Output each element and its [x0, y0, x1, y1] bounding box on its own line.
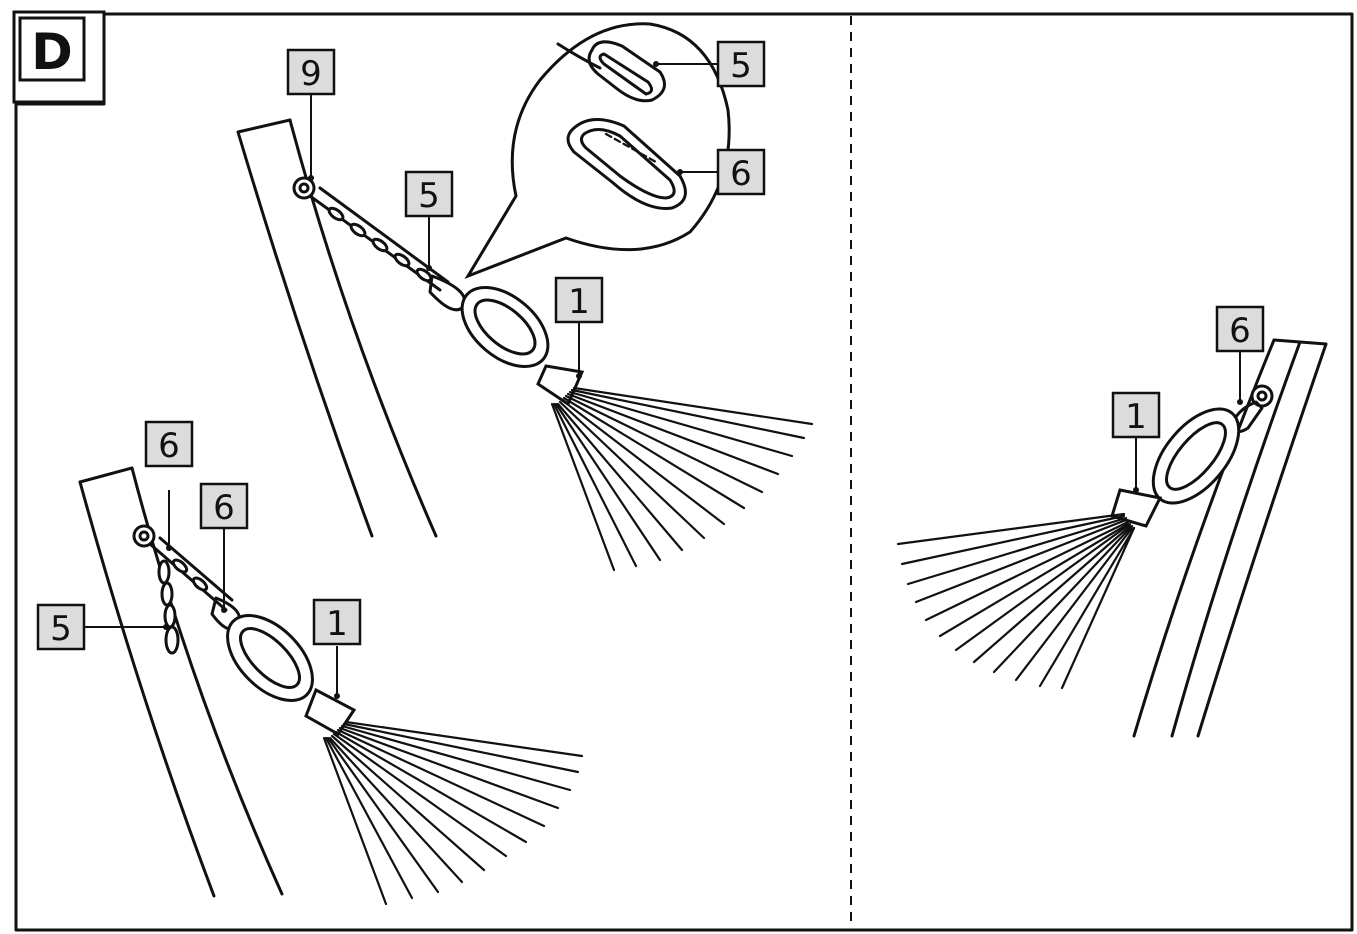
callout-hook: 9: [286, 48, 336, 181]
zoom-carabiner: [566, 118, 687, 210]
hanging-chain-bottom: [157, 559, 180, 655]
callout-carabiner-a: 6: [144, 420, 194, 551]
svg-text:5: 5: [730, 46, 752, 86]
strings-left-top: [550, 386, 814, 572]
ring-left-bottom: [226, 614, 314, 702]
chain-links-left-top: [327, 206, 433, 283]
ring-left-top-hole: [473, 298, 537, 356]
svg-text:6: 6: [213, 488, 235, 528]
right-assembly: [896, 338, 1328, 738]
hook-eye-bottom: [132, 524, 156, 548]
callout-carabiner-b: 6: [199, 482, 249, 613]
carabiner-left-top: [428, 274, 467, 312]
step-tab-inner: [18, 16, 86, 82]
outer-frame: [14, 12, 1354, 932]
svg-text:9: 9: [300, 54, 322, 94]
ring-right-hole: [1165, 421, 1227, 491]
svg-text:6: 6: [730, 154, 752, 194]
callout-ring-bottom: 1: [312, 598, 362, 699]
zoom-chain-link-prev: [556, 42, 602, 70]
zoom-chain-link: [587, 40, 666, 103]
zoom-bubble-outline: [464, 22, 731, 279]
zoom-carabiner-gate: [604, 132, 658, 164]
callout-ring-right: 1: [1111, 391, 1161, 493]
ring-left-bottom-hole: [239, 627, 301, 689]
frame-bar-mid-right: [1170, 340, 1302, 738]
chain-left-bottom: [148, 542, 228, 612]
svg-text:1: 1: [1125, 397, 1147, 437]
callout-ring-top: 1: [554, 276, 604, 379]
zoom-carabiner-inner: [579, 128, 676, 200]
strings-left-bottom: [322, 720, 584, 906]
callout-zoom-carabiner: 6: [677, 148, 766, 196]
svg-text:5: 5: [50, 609, 72, 649]
hook-eye-hole: [298, 182, 310, 194]
left-bottom-assembly: [78, 466, 584, 906]
binding-left-top: [536, 364, 585, 407]
zoom-bubble: [464, 22, 731, 279]
frame-bar-end: [236, 118, 292, 134]
strings-right: [896, 512, 1136, 690]
chain-left-bottom-2: [158, 536, 234, 602]
zoom-chain-link-inner: [598, 52, 653, 96]
frame-bar-inner-right: [1196, 342, 1328, 738]
svg-text:6: 6: [158, 426, 180, 466]
callout-chain-top: 5: [404, 170, 454, 271]
frame-bar-outer: [236, 130, 374, 538]
hook-eye-hole-right: [1256, 390, 1268, 402]
hook-eye-hole-bottom: [138, 530, 150, 542]
callout-zoom-chain: 5: [653, 40, 766, 88]
ring-left-top: [460, 285, 550, 369]
callout-carabiner-right: 6: [1215, 305, 1265, 405]
callout-chain-bottom: 5: [36, 603, 169, 651]
frame-bar-end-bottom: [78, 466, 134, 484]
svg-text:1: 1: [326, 604, 348, 644]
svg-text:1: 1: [568, 282, 590, 322]
frame-bar-outer-bottom: [78, 480, 216, 898]
chain-links-left-bottom: [171, 558, 209, 592]
left-top-assembly: [236, 118, 814, 572]
step-letter: D: [31, 23, 73, 81]
hook-eye: [292, 176, 316, 200]
svg-text:5: 5: [418, 176, 440, 216]
svg-text:6: 6: [1229, 311, 1251, 351]
